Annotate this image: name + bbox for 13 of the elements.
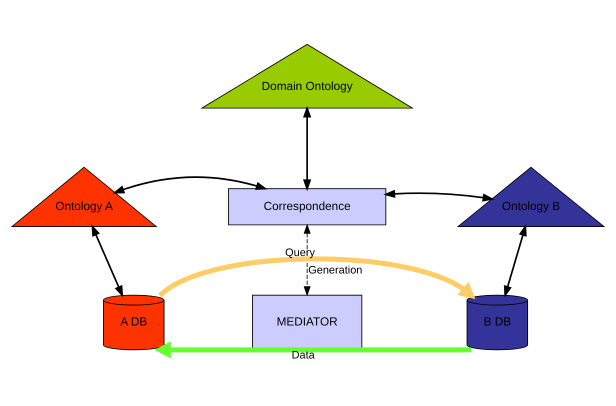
- arrow: [504, 224, 527, 298]
- node-box: MEDIATOR: [252, 294, 362, 350]
- edge-label: Query: [285, 246, 315, 259]
- arrow: [91, 224, 124, 298]
- arrow: [158, 256, 476, 300]
- node-box: Correspondence: [228, 188, 386, 226]
- edge-label: Data: [292, 350, 315, 362]
- arrow: [112, 176, 268, 194]
- arrow: [383, 190, 494, 202]
- arrow: [304, 224, 311, 296]
- arrow: [154, 341, 472, 358]
- edge-label: Generation: [308, 264, 362, 277]
- arrow: [303, 106, 312, 192]
